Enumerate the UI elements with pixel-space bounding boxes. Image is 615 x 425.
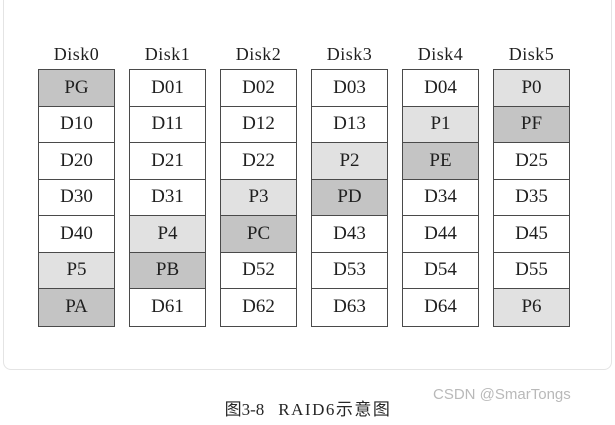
disk-cell: D03 (312, 70, 387, 107)
disk-cell: P3 (221, 179, 296, 216)
disk-cell: P0 (494, 70, 569, 107)
disk-cell: PG (39, 70, 114, 107)
disk-cell: D10 (39, 106, 114, 143)
disk-cell: D62 (221, 289, 296, 326)
disk-cell: D53 (312, 252, 387, 289)
disk-cell: D35 (494, 179, 569, 216)
disk-cell: D54 (403, 252, 478, 289)
disk-cell: D34 (403, 179, 478, 216)
disk-cell: D04 (403, 70, 478, 107)
disk-cell: D44 (403, 216, 478, 253)
disk-cell: PE (403, 143, 478, 180)
watermark: CSDN @SmarTongs (433, 386, 571, 403)
disk-cell: PA (39, 289, 114, 326)
disk-cell: D11 (130, 106, 205, 143)
disk-header: Disk4 (417, 44, 464, 64)
disk-cell: D22 (221, 143, 296, 180)
disk-cell: PC (221, 216, 296, 253)
figure-caption-label: 图3-8 (224, 400, 265, 419)
disk-header: Disk3 (326, 44, 373, 64)
disk-cell: P4 (130, 216, 205, 253)
figure-caption: 图3-8 RAID6示意图 (38, 395, 578, 420)
disk-cell: D01 (130, 70, 205, 107)
disk-cell: D61 (130, 289, 205, 326)
disk-header: Disk2 (235, 44, 282, 64)
disk-cell: D43 (312, 216, 387, 253)
disk-cell: D55 (494, 252, 569, 289)
disk-cell: P1 (403, 106, 478, 143)
disk-cell: D45 (494, 216, 569, 253)
disk-cell: D52 (221, 252, 296, 289)
disk-cell: D31 (130, 179, 205, 216)
disk-cell: D13 (312, 106, 387, 143)
disk-cell: P6 (494, 289, 569, 326)
figure-caption-title: RAID6示意图 (278, 400, 392, 419)
disk-cell: P2 (312, 143, 387, 180)
disk-cell: D12 (221, 106, 296, 143)
disk-cell: PB (130, 252, 205, 289)
disk-cell: D30 (39, 179, 114, 216)
disk-header: Disk0 (53, 44, 100, 64)
disk-cell: D25 (494, 143, 569, 180)
disk-cell: D64 (403, 289, 478, 326)
disk-cell: D02 (221, 70, 296, 107)
disk-cell: D21 (130, 143, 205, 180)
disk-header: Disk5 (508, 44, 555, 64)
disk-header: Disk1 (144, 44, 191, 64)
disk-cell: PF (494, 106, 569, 143)
disk-cell: D40 (39, 216, 114, 253)
disk-cell: P5 (39, 252, 114, 289)
disk-cell: D63 (312, 289, 387, 326)
disk-cell: D20 (39, 143, 114, 180)
disk-cell: PD (312, 179, 387, 216)
